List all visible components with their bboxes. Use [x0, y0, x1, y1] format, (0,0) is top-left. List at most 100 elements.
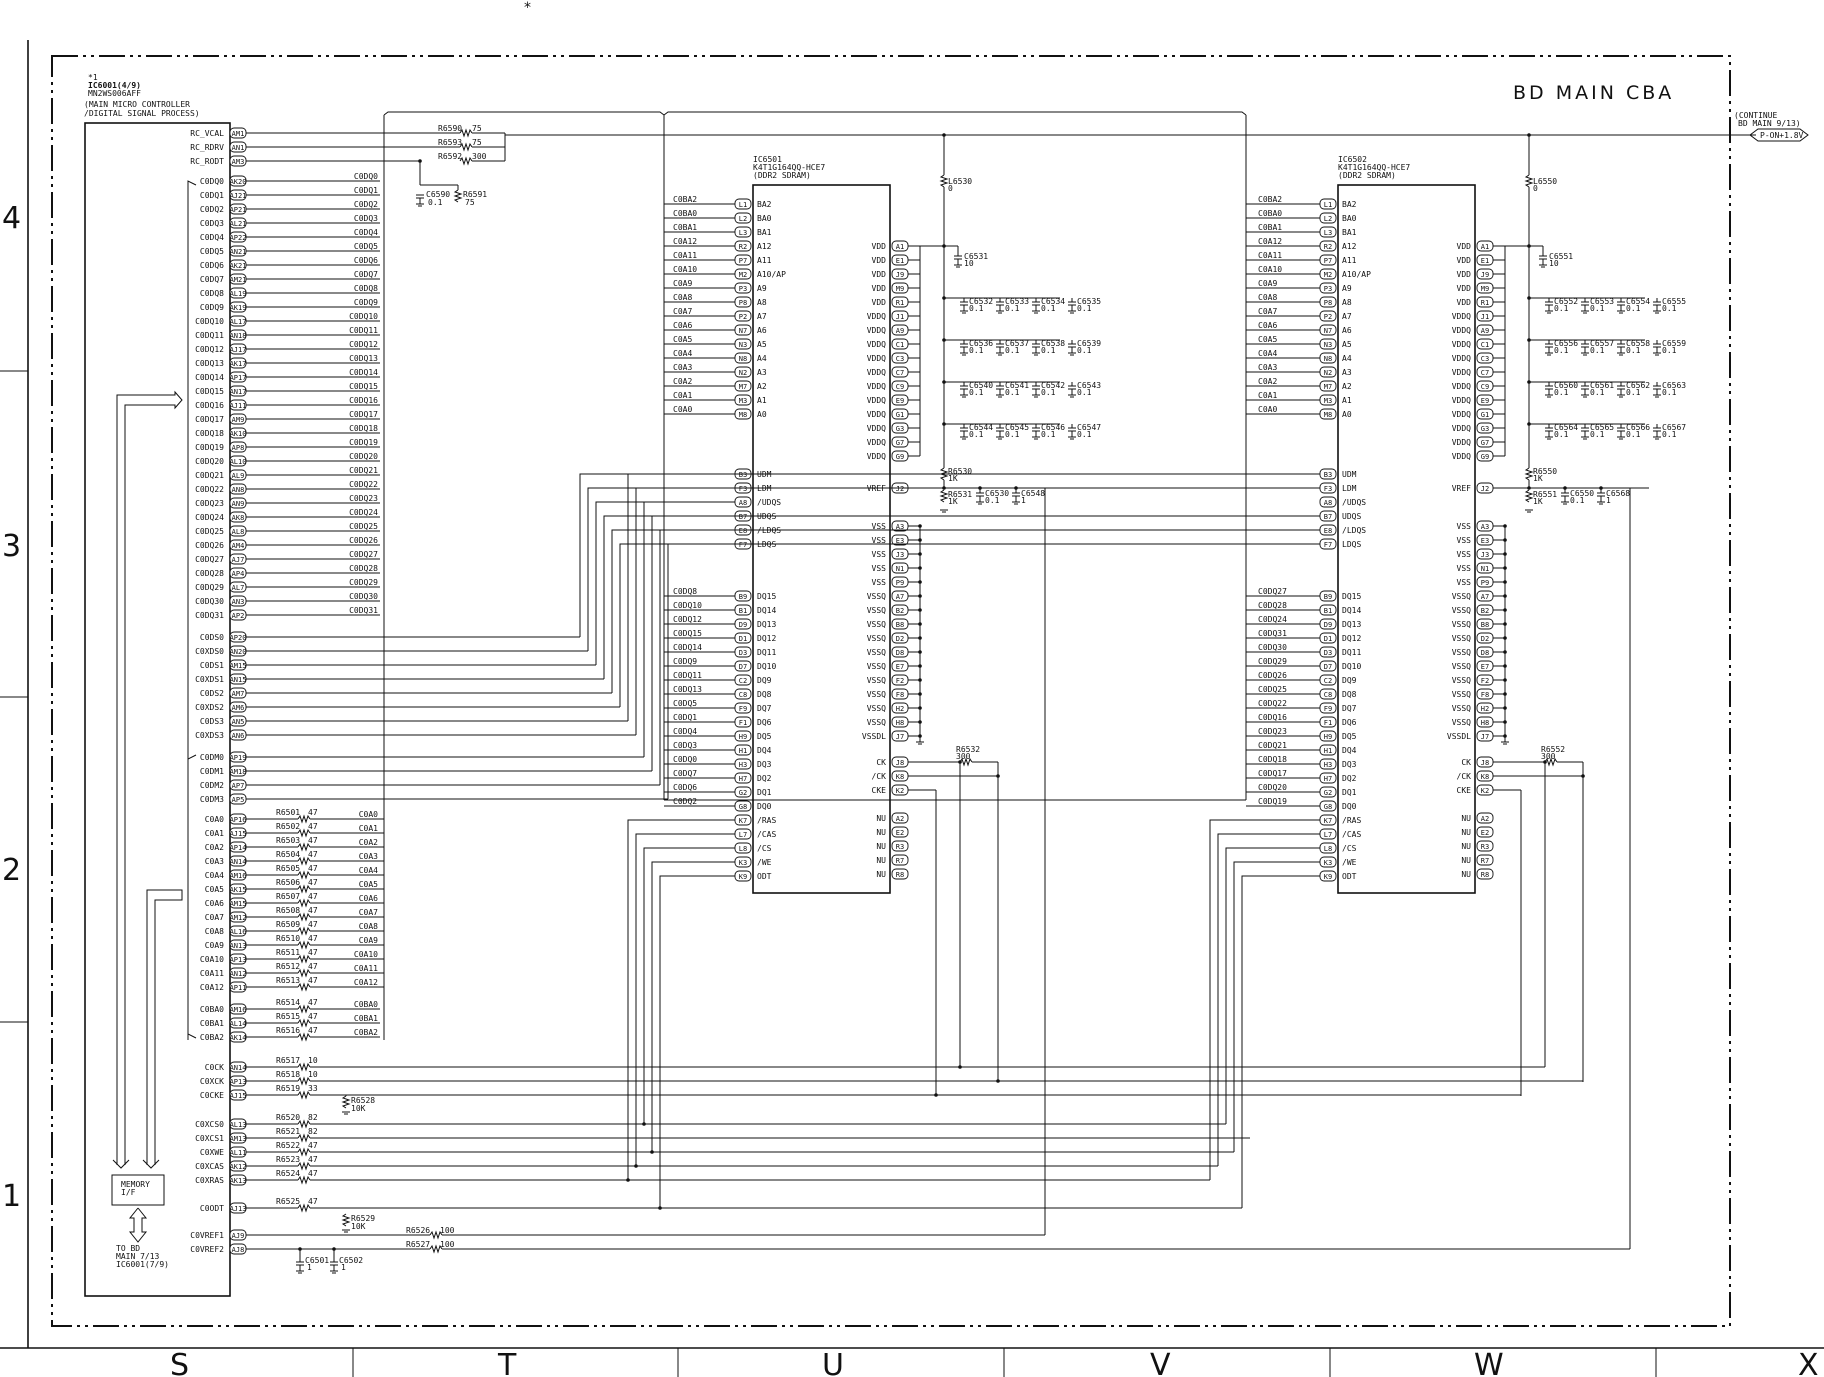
inductor-value: 0	[948, 184, 953, 193]
ctl-route	[659, 875, 735, 1208]
ic6001-pin-name: C0BA2	[200, 1033, 224, 1042]
ram-pin-label: B9	[739, 593, 747, 601]
ic6001-pin-label: AL8	[232, 528, 245, 536]
ram-pin-label: R8	[1481, 871, 1489, 879]
junction-dot	[942, 338, 946, 342]
ck-res-ref: R6532	[956, 745, 980, 754]
ic6001-pin-label: AK14	[230, 1034, 247, 1042]
ram-pin-label: K3	[1324, 859, 1332, 867]
ic6001-pin-name: C0DQ8	[200, 289, 224, 298]
ram-pin-name: VSSQ	[867, 704, 886, 713]
ram-pin-name: VDDQ	[1452, 340, 1471, 349]
ram-part: K4T1G164QQ-HCE7	[753, 163, 825, 172]
ic6001-pin-name: C0DS1	[200, 661, 224, 670]
r6592-value: 300	[472, 152, 487, 161]
addr-net-label: C0A11	[354, 964, 378, 973]
ram-pin-label: P2	[1324, 313, 1332, 321]
ram-pin-label: R8	[896, 871, 904, 879]
decoupling-cap-value: 0.1	[1590, 346, 1605, 355]
svg-text:(MAIN MICRO CONTROLLER: (MAIN MICRO CONTROLLER	[84, 100, 190, 109]
ram-pin-name: DQ1	[757, 788, 772, 797]
ck-res-value: 300	[956, 752, 971, 761]
ram-pin-label: E8	[739, 527, 747, 535]
dq-net-label: C0DQ1	[354, 186, 378, 195]
ic6001-pin-label: AM13	[230, 1135, 247, 1143]
ram-pin-name: VDDQ	[1452, 368, 1471, 377]
junction-dot	[1527, 296, 1531, 300]
ram-pin-name: VDDQ	[867, 368, 886, 377]
ram-pin-name: DQ0	[757, 802, 772, 811]
ram-pin-label: P2	[739, 313, 747, 321]
ic6001-pin-label: AJ9	[232, 1232, 245, 1240]
ram-pin-name: /RAS	[1342, 816, 1361, 825]
ic6001-pin-name: C0DQ30	[195, 597, 224, 606]
ram-pin-label: L7	[739, 831, 747, 839]
ram-pin-name: ODT	[1342, 872, 1357, 881]
ram-pin-name: A6	[1342, 326, 1352, 335]
dq-net-label: C0DQ15	[349, 382, 378, 391]
ram-pin-label: H1	[739, 747, 747, 755]
ic6001-pin-name: C0CKE	[200, 1091, 224, 1100]
ram-pin-name: DQ5	[1342, 732, 1357, 741]
ic6001-pin-name: RC_VCAL	[190, 129, 224, 138]
ic6001-pin-label: AN3	[232, 598, 245, 606]
ram-pin-name: VDDQ	[1452, 438, 1471, 447]
ic6001-pin-label: AK12	[230, 1163, 247, 1171]
junction-dot	[1527, 133, 1531, 137]
decoupling-cap-value: 0.1	[1077, 346, 1092, 355]
ram-pin-name: VDDQ	[867, 382, 886, 391]
col-label-x: X	[1798, 1348, 1819, 1377]
decoupling-cap-value: 0.1	[1077, 388, 1092, 397]
col-label-u: U	[822, 1348, 844, 1377]
vref-res2-value: 1K	[948, 497, 958, 506]
inductor-ref: L6550	[1533, 177, 1557, 186]
ram-pin-name: BA1	[757, 228, 772, 237]
memory-if-arrows	[112, 390, 183, 1243]
decoupling-cap-ref: C6537	[1005, 339, 1029, 348]
ram-pin-name: DQ12	[757, 634, 776, 643]
ram-pin-label: A7	[1481, 593, 1489, 601]
ram-pin-name: A11	[757, 256, 772, 265]
ba-res-value: 47	[308, 1026, 318, 1035]
ram-pin-name: A6	[757, 326, 767, 335]
addr-net-label: C0A4	[359, 866, 378, 875]
ic6001-pin-name: C0DQ20	[195, 457, 224, 466]
ic6001-pin-name: C0DQ23	[195, 499, 224, 508]
ic6001-pin-label: AK19	[230, 304, 247, 312]
ram-net-label: C0A3	[1258, 363, 1277, 372]
decoupling-cap-ref: C6565	[1590, 423, 1614, 432]
ram-net-label: C0DQ1	[673, 713, 697, 722]
ram-net-label: C0DQ12	[673, 615, 702, 624]
decoupling-cap-value: 0.1	[1626, 304, 1641, 313]
ram-pin-name: DQ11	[1342, 648, 1361, 657]
row-label-3: 3	[2, 529, 21, 564]
ram-pin-label: L8	[739, 845, 747, 853]
decoupling-cap-ref: C6545	[1005, 423, 1029, 432]
ram-pin-label: D2	[1481, 635, 1489, 643]
ctl-res-value: 82	[308, 1113, 318, 1122]
col-label-v: V	[1150, 1348, 1171, 1377]
ram-net-label: C0A12	[673, 237, 697, 246]
ic6001-pin-name: C0DM2	[200, 781, 224, 790]
ram-pin-label: B2	[1481, 607, 1489, 615]
ram-pin-label: A2	[1481, 815, 1489, 823]
decoupling-cap-ref: C6567	[1662, 423, 1686, 432]
row-label-4: 4	[2, 201, 21, 236]
ram-net-label: C0DQ6	[673, 783, 697, 792]
addr-resistor	[297, 884, 311, 894]
vref-res2-ref: R6551	[1533, 490, 1557, 499]
ram-net-label: C0DQ10	[673, 601, 702, 610]
ram-pin-name: /WE	[1342, 858, 1357, 867]
ram-pin-name: VDDQ	[1452, 354, 1471, 363]
ram-net-label: C0A7	[1258, 307, 1277, 316]
ram-pin-name: A8	[1342, 298, 1352, 307]
memory-if-block	[111, 1174, 165, 1206]
ram-pin-name: DQ8	[1342, 690, 1357, 699]
board-boundary	[51, 55, 1731, 1327]
ram-pin-name: DQ6	[757, 718, 772, 727]
svg-text:*1: *1	[88, 73, 98, 82]
ram-pin-label: D3	[1324, 649, 1332, 657]
ram-pin-label: R1	[1481, 299, 1489, 307]
c6502-ref: C6502	[339, 1256, 363, 1265]
ram-pin-name: CKE	[1457, 786, 1472, 795]
